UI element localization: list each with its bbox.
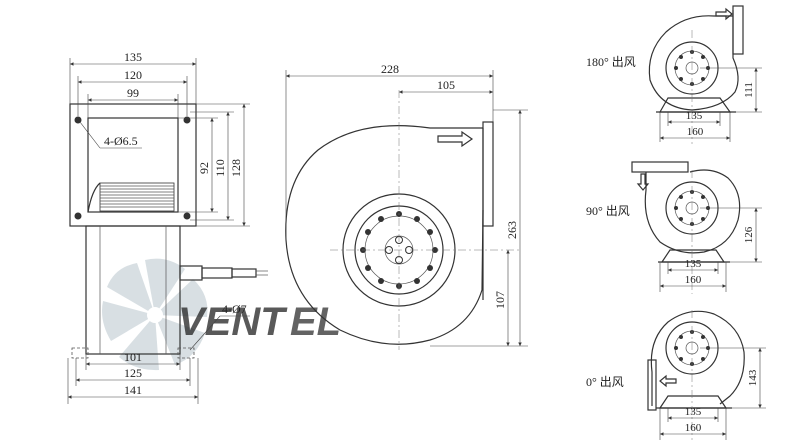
airflow-arrow bbox=[437, 130, 474, 148]
dim-0-160: 160 bbox=[685, 422, 702, 434]
label-outlet-0: 0° 出风 bbox=[586, 375, 624, 389]
mount-foot bbox=[71, 347, 89, 359]
dim-101: 101 bbox=[124, 350, 142, 364]
dim-92: 92 bbox=[197, 162, 211, 174]
impeller-blades bbox=[99, 182, 175, 212]
dim-228: 228 bbox=[381, 62, 399, 76]
mount-hole bbox=[183, 116, 191, 124]
dim-0-135: 135 bbox=[685, 406, 702, 418]
dim-90-126: 126 bbox=[743, 226, 755, 243]
dim-263: 263 bbox=[505, 221, 519, 239]
dim-180-160: 160 bbox=[687, 126, 704, 138]
mount-hole bbox=[183, 212, 191, 220]
dim-99: 99 bbox=[127, 86, 139, 100]
power-cable bbox=[179, 265, 268, 281]
dim-107: 107 bbox=[493, 291, 507, 309]
label-outlet-180: 180° 出风 bbox=[586, 55, 636, 69]
dim-90-160: 160 bbox=[685, 274, 702, 286]
dim-110: 110 bbox=[213, 159, 227, 177]
side-view: 228 105 263 107 bbox=[285, 62, 528, 350]
label-holes-bottom: 4-Ø7 bbox=[222, 302, 247, 316]
label-outlet-90: 90° 出风 bbox=[586, 204, 630, 218]
mount-hole bbox=[74, 212, 82, 220]
dim-105: 105 bbox=[437, 78, 455, 92]
dim-128: 128 bbox=[229, 159, 243, 177]
dim-180-111: 111 bbox=[743, 82, 755, 98]
outlet-0-view: 0° 出风 135 160 143 bbox=[586, 310, 766, 440]
watermark-fan-logo bbox=[102, 258, 208, 371]
mount-hole bbox=[74, 116, 82, 124]
label-holes-top: 4-Ø6.5 bbox=[104, 134, 138, 148]
dim-135: 135 bbox=[124, 50, 142, 64]
front-view: 135 120 99 92 110 128 4-Ø6.5 4-Ø7 1 bbox=[67, 50, 268, 404]
scroll-housing bbox=[285, 125, 484, 345]
dim-90-135: 135 bbox=[685, 258, 702, 270]
outlet-180-view: 180° 出风 135 160 111 bbox=[586, 5, 762, 144]
outlet-90-view: 90° 出风 135 160 126 bbox=[586, 161, 762, 294]
watermark-text-vent: VENT bbox=[178, 300, 288, 344]
dim-0-143: 143 bbox=[747, 369, 759, 386]
dim-180-135: 135 bbox=[686, 110, 703, 122]
dim-125: 125 bbox=[124, 366, 142, 380]
mount-foot bbox=[177, 347, 195, 359]
outlet-opening bbox=[87, 117, 179, 213]
outlet-flange-side bbox=[482, 121, 494, 227]
watermark-text-el: EL bbox=[290, 300, 341, 344]
motor-body bbox=[85, 225, 181, 355]
dim-120: 120 bbox=[124, 68, 142, 82]
dim-141: 141 bbox=[124, 383, 142, 397]
